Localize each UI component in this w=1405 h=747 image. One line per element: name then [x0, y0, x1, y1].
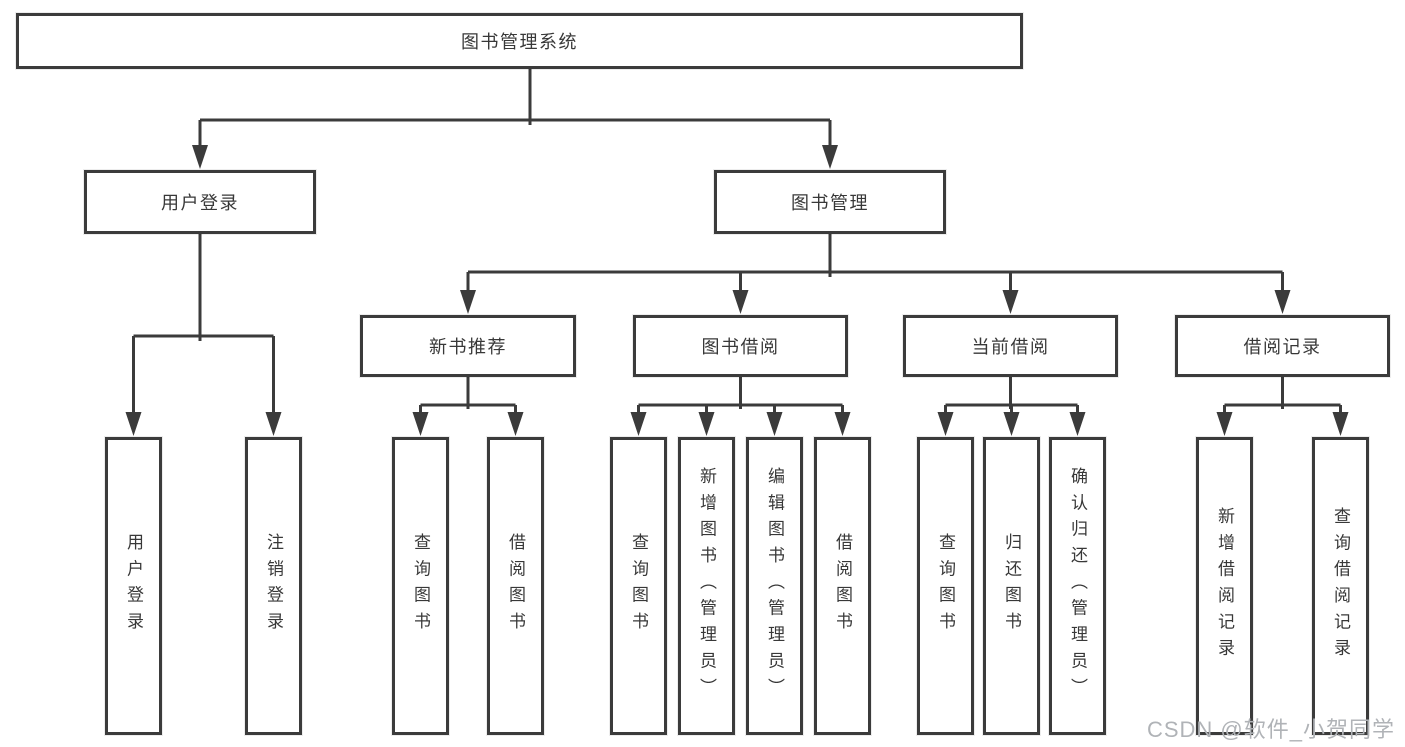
leaf-edit-books-admin: 编辑图书（管理员）: [746, 437, 803, 735]
leaf-confirm-return-admin: 确认归还（管理员）: [1049, 437, 1106, 735]
node-current-borrowing: 当前借阅: [903, 315, 1118, 377]
leaf-query-books-borrow: 查询图书: [610, 437, 667, 735]
leaf-add-borrow-record: 新增借阅记录: [1196, 437, 1253, 735]
leaf-query-books-current: 查询图书: [917, 437, 974, 735]
node-user-login: 用户登录: [84, 170, 316, 234]
csdn-watermark: CSDN @软件_小贺同学: [1146, 717, 1395, 742]
node-library-management-system: 图书管理系统: [16, 13, 1023, 69]
node-book-borrowing: 图书借阅: [633, 315, 848, 377]
leaf-borrow-books: 借阅图书: [814, 437, 871, 735]
leaf-query-borrow-record: 查询借阅记录: [1312, 437, 1369, 735]
node-book-management: 图书管理: [714, 170, 946, 234]
node-borrowing-records: 借阅记录: [1175, 315, 1390, 377]
leaf-query-books-recommend: 查询图书: [392, 437, 449, 735]
connector-lines: [125, 69, 1349, 436]
leaf-logout: 注销登录: [245, 437, 302, 735]
leaf-return-books: 归还图书: [983, 437, 1040, 735]
leaf-add-books-admin: 新增图书（管理员）: [678, 437, 735, 735]
leaf-borrow-books-recommend: 借阅图书: [487, 437, 544, 735]
leaf-user-login: 用户登录: [105, 437, 162, 735]
node-new-book-recommendation: 新书推荐: [360, 315, 576, 377]
